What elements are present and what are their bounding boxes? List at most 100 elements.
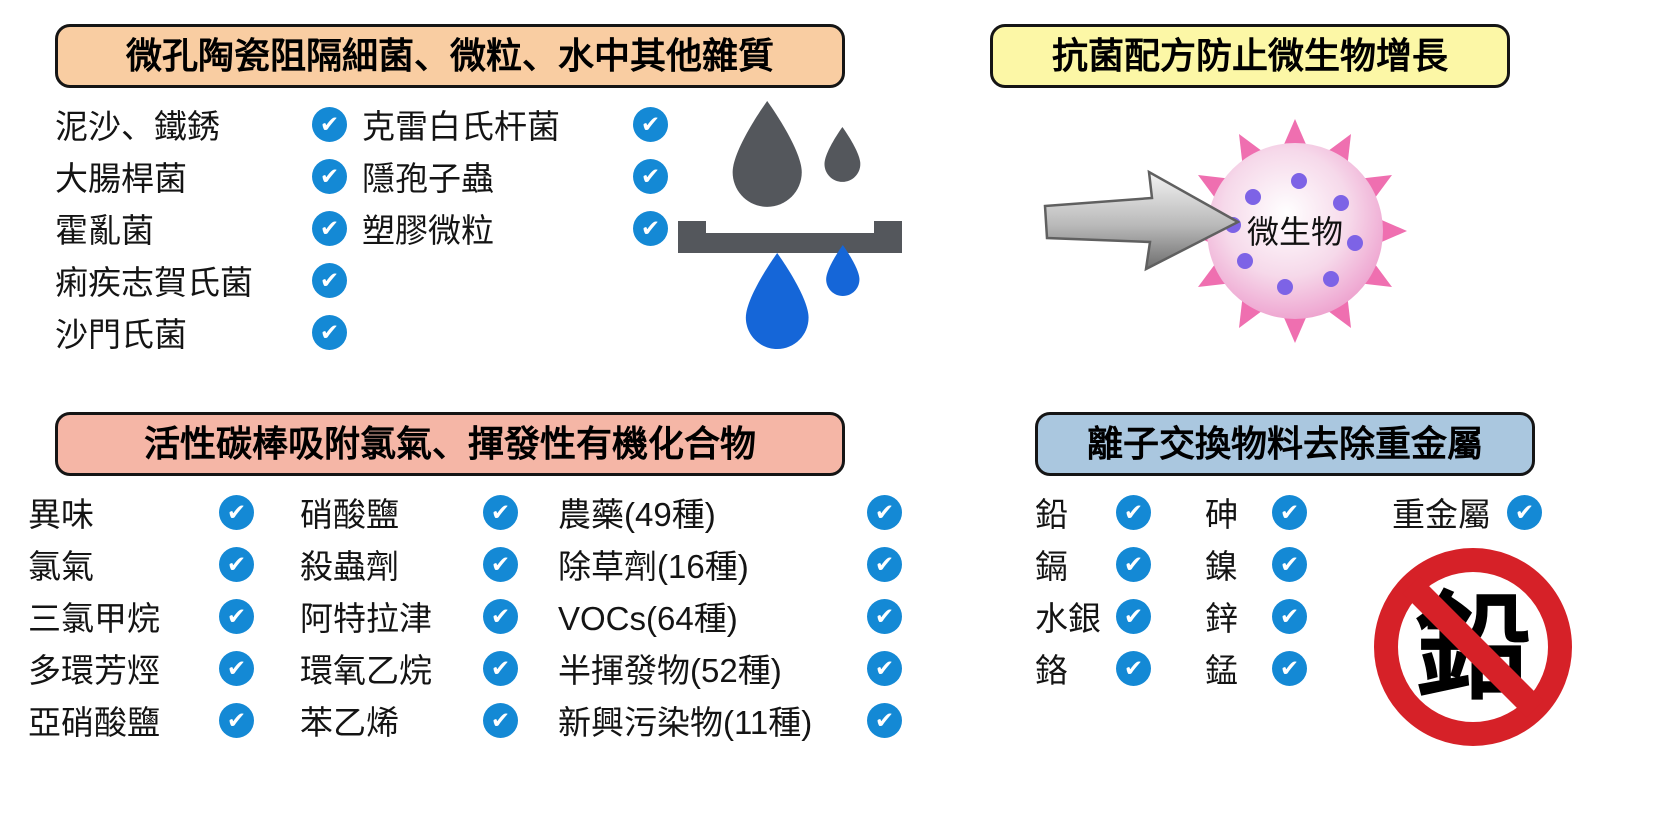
ceramic-column-1: 泥沙、鐵銹✔ 大腸桿菌✔ 霍亂菌✔ 痢疾志賀氏菌✔ 沙門氏菌✔ (55, 98, 347, 358)
list-item: 痢疾志賀氏菌 ✔ (55, 254, 347, 306)
check-icon: ✔ (312, 262, 347, 298)
check-icon: ✔ (1116, 546, 1151, 582)
check-icon: ✔ (633, 158, 668, 194)
item-label: 新興污染物(11種) (558, 704, 813, 741)
list-item: 多環芳烴 ✔ (28, 642, 254, 694)
check-icon: ✔ (483, 546, 518, 582)
item-label: 重金屬 (1392, 496, 1491, 533)
carbon-column-1: 異味 ✔ 氯氣 ✔ 三氯甲烷 ✔ 多環芳烴 ✔ 亞硝酸鹽✔ (28, 486, 254, 746)
list-item: 霍亂菌✔ (55, 202, 347, 254)
check-icon: ✔ (312, 106, 347, 142)
panel-ceramic-title: 微孔陶瓷阻隔細菌、微粒、水中其他雜質 (55, 24, 845, 88)
item-label: 環氧乙烷 (300, 652, 432, 689)
item-label: 塑膠微粒 (362, 212, 494, 249)
check-icon: ✔ (1507, 494, 1542, 530)
check-icon: ✔ (1272, 546, 1307, 582)
check-icon: ✔ (219, 598, 254, 634)
check-icon: ✔ (312, 158, 347, 194)
microbe-body (1207, 143, 1383, 319)
item-label: 異味 (28, 496, 94, 533)
item-label: 鎘 (1035, 548, 1068, 585)
list-item: 沙門氏菌✔ (55, 306, 347, 358)
arrow-icon (1043, 169, 1241, 272)
item-label: 三氯甲烷 (28, 600, 160, 637)
carbon-column-2: 硝酸鹽 ✔ 殺蟲劑✔ 阿特拉津 ✔ 環氧乙烷 ✔ 苯乙烯✔ (300, 486, 518, 746)
item-label: 泥沙、鐵銹 (55, 108, 220, 145)
list-item: VOCs(64種) ✔ (558, 590, 902, 642)
list-item: 苯乙烯✔ (300, 694, 518, 746)
item-label: 鉛 (1035, 496, 1068, 533)
list-item: 氯氣 ✔ (28, 538, 254, 590)
check-icon: ✔ (633, 210, 668, 246)
item-label: 氯氣 (28, 548, 94, 585)
item-label: 鉻 (1035, 652, 1068, 689)
clean-water-drops-icon (745, 245, 860, 350)
item-label: 錳 (1205, 652, 1238, 689)
microbe-icon: 微生物 (1183, 119, 1407, 343)
item-label: 隱孢子蟲 (362, 160, 494, 197)
check-icon: ✔ (312, 314, 347, 350)
item-label: 水銀 (1035, 600, 1101, 637)
list-item: 隱孢子蟲 ✔ (362, 150, 668, 202)
item-label: 多環芳烴 (28, 652, 160, 689)
item-label: 除草劑(16種) (558, 548, 749, 585)
item-label: 鋅 (1205, 600, 1238, 637)
item-label: 阿特拉津 (300, 600, 432, 637)
list-item: 除草劑(16種) ✔ (558, 538, 902, 590)
microbe-dots (1225, 173, 1363, 295)
panel-antibacterial-title: 抗菌配方防止微生物增長 (990, 24, 1510, 88)
item-label: 鎳 (1205, 548, 1238, 585)
list-item: 硝酸鹽 ✔ (300, 486, 518, 538)
list-item: 半揮發物(52種)✔ (558, 642, 902, 694)
list-item: 泥沙、鐵銹 ✔ (55, 98, 347, 150)
filter-tray-icon (678, 221, 902, 253)
list-item: 鎳✔ (1205, 538, 1307, 590)
check-icon: ✔ (1116, 494, 1151, 530)
ion-column-3: 重金屬 ✔ (1392, 486, 1542, 694)
item-label: 霍亂菌 (55, 212, 154, 249)
item-label: VOCs(64種) (558, 600, 738, 637)
check-icon: ✔ (867, 598, 902, 634)
list-item: 鉻✔ (1035, 642, 1151, 694)
carbon-column-3: 農藥(49種)✔ 除草劑(16種)✔ VOCs(64種)✔ 半揮發物(52種)✔… (558, 486, 902, 746)
check-icon: ✔ (1272, 494, 1307, 530)
dirty-water-drops-icon (732, 101, 861, 207)
check-icon: ✔ (633, 106, 668, 142)
microbe-illustration: 微生物 (1043, 119, 1407, 343)
check-icon: ✔ (483, 494, 518, 530)
check-icon: ✔ (867, 650, 902, 686)
prohibition-slash (1402, 576, 1544, 718)
list-item: 新興污染物(11種) ✔ (558, 694, 902, 746)
list-item: 亞硝酸鹽✔ (28, 694, 254, 746)
list-item: 阿特拉津 ✔ (300, 590, 518, 642)
item-label: 痢疾志賀氏菌 (55, 264, 253, 301)
check-icon: ✔ (1116, 650, 1151, 686)
ion-column-2: 砷 ✔ 鎳✔ 鋅 ✔ 錳✔ (1205, 486, 1307, 694)
check-icon: ✔ (219, 702, 254, 738)
check-icon: ✔ (867, 494, 902, 530)
item-label: 硝酸鹽 (300, 496, 399, 533)
check-icon: ✔ (219, 494, 254, 530)
list-item: 塑膠微粒 ✔ (362, 202, 668, 254)
list-item: 錳✔ (1205, 642, 1307, 694)
check-icon: ✔ (219, 546, 254, 582)
panel-ion-title: 離子交換物料去除重金屬 (1035, 412, 1535, 476)
check-icon: ✔ (219, 650, 254, 686)
list-item: 水銀 ✔ (1035, 590, 1151, 642)
check-icon: ✔ (867, 702, 902, 738)
list-item: 鎘✔ (1035, 538, 1151, 590)
check-icon: ✔ (867, 546, 902, 582)
check-icon: ✔ (483, 650, 518, 686)
check-icon: ✔ (483, 598, 518, 634)
ion-column-1: 鉛✔ 鎘✔ 水銀✔ 鉻✔ (1035, 486, 1151, 694)
list-item: 異味 ✔ (28, 486, 254, 538)
no-lead-sign: 鉛 (1374, 548, 1572, 746)
list-item: 重金屬 ✔ (1392, 486, 1542, 538)
carbon-list: 異味 ✔ 氯氣 ✔ 三氯甲烷 ✔ 多環芳烴 ✔ 亞硝酸鹽✔ 硝酸鹽 ✔ 殺蟲劑✔ 阿特拉津… (28, 486, 902, 746)
check-icon: ✔ (1116, 598, 1151, 634)
item-label: 大腸桿菌 (55, 160, 187, 197)
list-item: 殺蟲劑✔ (300, 538, 518, 590)
list-item: 環氧乙烷 ✔ (300, 642, 518, 694)
item-label: 砷 (1205, 496, 1238, 533)
